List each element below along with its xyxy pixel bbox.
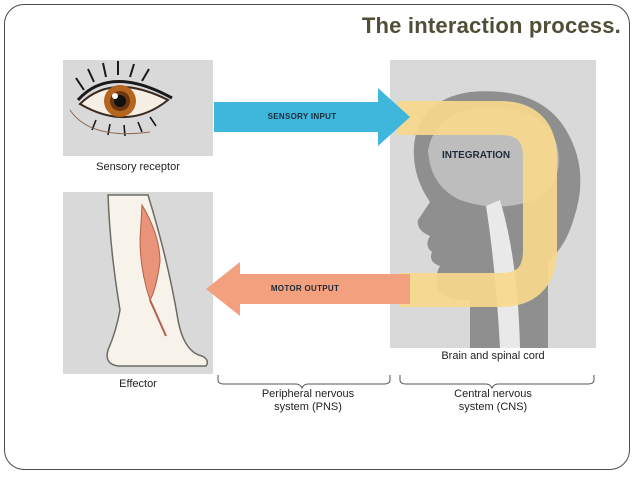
brain-spinal-cord-label: Brain and spinal cord — [441, 350, 545, 362]
pns-label-line1: Peripheral nervous — [261, 388, 355, 400]
cns-label: Central nervous system (CNS) — [404, 388, 582, 414]
integration-loop — [398, 101, 557, 307]
cns-label-line1: Central nervous — [454, 388, 532, 400]
cns-label-line2: system (CNS) — [458, 401, 528, 413]
pns-label: Peripheral nervous system (PNS) — [232, 388, 384, 414]
integration-label: INTEGRATION — [442, 150, 511, 161]
effector-label: Effector — [119, 378, 157, 390]
sensory-input-label: SENSORY INPUT — [267, 112, 337, 121]
slide-title: The interaction process. — [361, 13, 621, 38]
sensory-receptor-label: Sensory receptor — [96, 161, 180, 173]
pns-label-line2: system (PNS) — [274, 401, 342, 413]
leg-muscle-icon — [106, 194, 209, 367]
sensory-input-arrow — [214, 88, 410, 146]
cns-brace — [399, 375, 595, 390]
eye-icon — [69, 61, 173, 137]
motor-output-arrow — [206, 262, 410, 316]
pns-brace — [217, 375, 391, 390]
motor-output-label: MOTOR OUTPUT — [270, 284, 340, 293]
